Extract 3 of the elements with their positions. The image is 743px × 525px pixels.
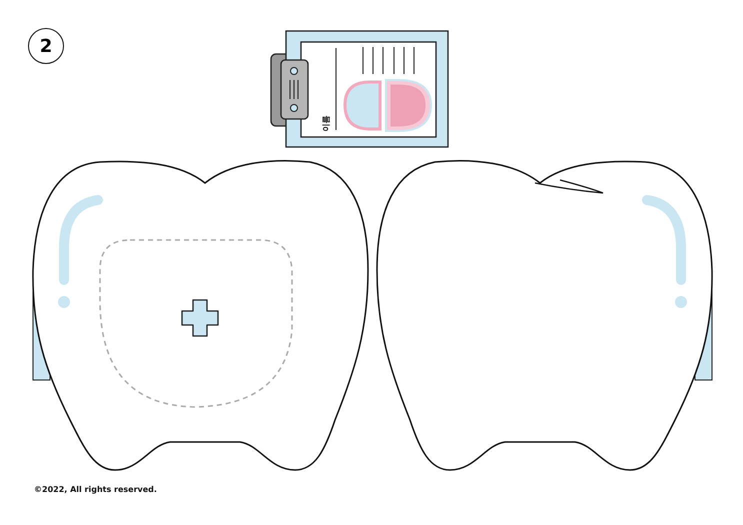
step-number-circle: 2 <box>28 28 64 64</box>
name-field-label: 이름 <box>320 116 332 132</box>
copyright-text: ©2022, All rights reserved. <box>34 485 157 494</box>
